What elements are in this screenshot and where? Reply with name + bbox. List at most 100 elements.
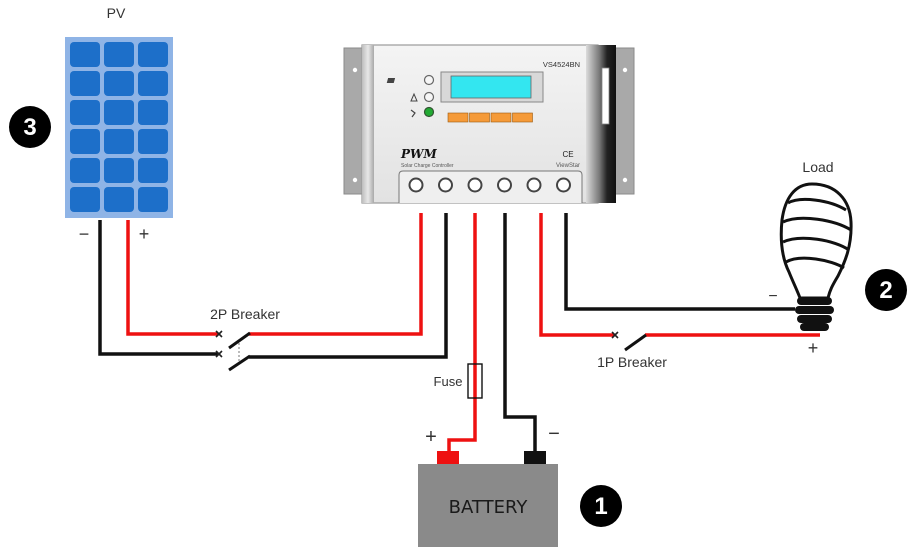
wire-pv-positive xyxy=(126,220,218,336)
load-negative-sign: − xyxy=(768,288,777,305)
battery-positive-terminal xyxy=(437,451,459,464)
terminal-block xyxy=(398,170,583,203)
pv-cell xyxy=(104,129,134,154)
mount-hole xyxy=(622,177,628,183)
breaker-1p-label: 1P Breaker xyxy=(597,354,667,370)
pv-cell xyxy=(70,129,100,154)
pv-cell xyxy=(70,42,100,67)
terminal-screw xyxy=(467,177,483,193)
pv-cell xyxy=(104,100,134,125)
terminal-screw xyxy=(526,177,542,193)
battery-negative-sign: − xyxy=(548,423,560,445)
load-badge: 2 xyxy=(865,269,907,311)
battery-positive-sign: + xyxy=(425,426,437,448)
pv-badge-circle xyxy=(9,106,51,148)
pv-cell xyxy=(138,187,168,212)
fault-status-led xyxy=(423,91,435,103)
load-status-led xyxy=(423,106,435,118)
terminal-screw xyxy=(556,177,571,193)
battery-badge-circle xyxy=(580,485,622,527)
bulb-base xyxy=(795,297,834,331)
battery-badge-number: 1 xyxy=(594,493,607,520)
battery-negative-terminal xyxy=(524,451,546,464)
controller-left-edge xyxy=(362,45,374,203)
pv-cell xyxy=(138,42,168,67)
wire-controller-pv-positive xyxy=(249,213,423,336)
breaker-2p-switch-top xyxy=(228,331,251,350)
terminal-screw xyxy=(408,177,424,193)
breaker-1p[interactable]: 1P Breaker xyxy=(597,331,667,370)
status-indicators xyxy=(386,74,435,118)
brand-name: ViewStar xyxy=(556,163,580,169)
pv-cell xyxy=(70,158,100,183)
controller-right-edge xyxy=(586,45,616,203)
controller-model: VS4524BN xyxy=(543,60,580,69)
battery-body xyxy=(418,464,558,547)
terminals xyxy=(408,177,571,193)
lcd-screen xyxy=(450,75,532,99)
pwm-logo: PWM xyxy=(400,147,438,161)
pv-cell xyxy=(104,71,134,96)
fuse[interactable]: Fuse xyxy=(434,363,483,399)
controller-keys xyxy=(447,112,533,123)
pv-badge-number: 3 xyxy=(23,114,36,141)
pv-cell xyxy=(138,71,168,96)
pv-cell xyxy=(138,100,168,125)
controller-key[interactable] xyxy=(512,112,533,123)
battery-badge: 1 xyxy=(580,485,622,527)
pv-cell xyxy=(104,187,134,212)
pv-negative-sign: − xyxy=(79,224,90,244)
fuse-label: Fuse xyxy=(434,374,463,389)
breaker-2p-switch-bottom xyxy=(228,354,251,372)
breaker-2p-label: 2P Breaker xyxy=(210,306,280,322)
load-bulb: Load − + xyxy=(768,159,853,358)
pv-status-led xyxy=(423,74,435,86)
load-title: Load xyxy=(802,159,833,175)
load-status-icon xyxy=(410,109,416,118)
pv-title: PV xyxy=(107,5,126,21)
wire-controller-pv-negative xyxy=(249,213,448,359)
breaker-2p-contact-x xyxy=(215,330,223,358)
breaker-1p-contact-x xyxy=(611,331,619,339)
wire-battery-negative xyxy=(503,213,537,458)
panel-status-icon xyxy=(386,78,396,83)
controller-side-slot xyxy=(601,67,610,125)
pv-cell xyxy=(70,71,100,96)
wire-load-positive-in xyxy=(539,213,614,337)
mount-hole xyxy=(352,67,358,73)
mount-hole xyxy=(352,177,358,183)
terminal-screw xyxy=(497,177,512,193)
pv-cell xyxy=(104,158,134,183)
controller-subtitle: Solar Charge Controller xyxy=(401,163,454,169)
fuse-body xyxy=(467,363,483,399)
wire-load-negative xyxy=(564,213,795,311)
pv-cell xyxy=(70,187,100,212)
breaker-1p-switch xyxy=(624,333,647,352)
terminal-screw xyxy=(438,177,453,193)
load-badge-circle xyxy=(865,269,907,311)
pv-panel: PV − + xyxy=(65,5,173,244)
ce-mark: CE xyxy=(562,150,573,159)
pv-cell xyxy=(104,42,134,67)
pv-cell xyxy=(70,100,100,125)
battery: BATTERY + − xyxy=(418,423,560,547)
bulb-spiral xyxy=(782,198,852,270)
controller-key[interactable] xyxy=(469,112,490,123)
pv-badge: 3 xyxy=(9,106,51,148)
battery-label: BATTERY xyxy=(449,497,529,518)
warning-icon xyxy=(410,92,418,102)
mount-hole xyxy=(622,67,628,73)
wire-battery-positive xyxy=(447,213,477,458)
pv-positive-sign: + xyxy=(139,224,150,244)
breaker-2p[interactable]: 2P Breaker xyxy=(210,306,280,372)
controller-key[interactable] xyxy=(447,112,469,123)
pv-cell xyxy=(138,158,168,183)
controller-key[interactable] xyxy=(490,112,512,123)
pv-cell xyxy=(138,129,168,154)
wire-pv-negative xyxy=(98,220,218,356)
pv-cells xyxy=(70,42,168,212)
wires xyxy=(98,213,820,458)
load-positive-sign: + xyxy=(808,338,819,358)
